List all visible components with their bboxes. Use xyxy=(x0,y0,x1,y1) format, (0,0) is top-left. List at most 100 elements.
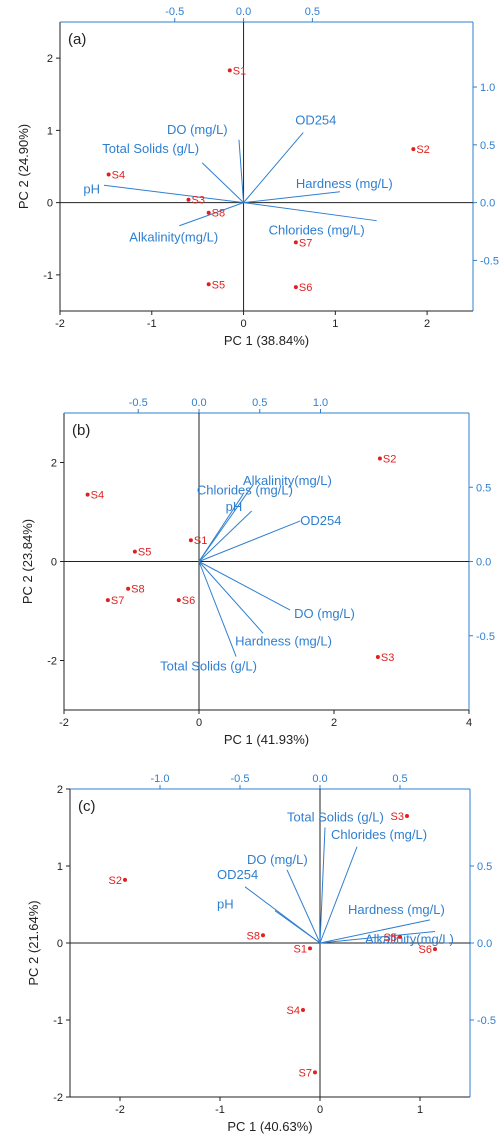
score-label: S7 xyxy=(111,595,124,607)
y-tick-label: 0 xyxy=(51,557,57,569)
top-tick-label: 0.0 xyxy=(191,397,206,409)
score-label: S3 xyxy=(191,195,204,207)
loading-label: DO (mg/L) xyxy=(167,122,228,137)
loading-vector xyxy=(198,561,237,657)
loading-vector xyxy=(179,202,244,227)
y-tick-label: 1 xyxy=(57,861,63,873)
score-label: S5 xyxy=(212,279,225,291)
loading-label: OD254 xyxy=(300,513,341,528)
score-point xyxy=(186,197,191,202)
right-tick-label: 1.0 xyxy=(480,82,495,94)
score-point xyxy=(398,934,402,939)
right-tick-label: 0.0 xyxy=(480,198,495,210)
x-axis-title: PC 1 (41.93%) xyxy=(224,732,309,747)
score-label: S7 xyxy=(299,237,312,249)
right-tick-label: 0.5 xyxy=(480,140,495,152)
score-label: S3 xyxy=(381,652,394,664)
x-axis-title: PC 1 (38.84%) xyxy=(224,333,309,348)
loading-label: DO (mg/L) xyxy=(294,606,355,621)
score-label: S5 xyxy=(138,547,151,559)
loading-vector xyxy=(319,930,436,944)
right-tick-label: 0.0 xyxy=(476,557,491,569)
loading-label: Alkalinity(mg/L) xyxy=(129,230,218,245)
x-axis-title: PC 1 (40.63%) xyxy=(227,1119,312,1134)
loading-vector xyxy=(238,139,245,203)
score-point xyxy=(405,813,409,818)
loading-vector xyxy=(198,484,254,562)
top-tick-label: 0.0 xyxy=(312,773,327,785)
loading-label: Chlorides (mg/L) xyxy=(331,827,427,842)
x-tick-label: -2 xyxy=(115,1104,125,1116)
top-tick-label: 0.5 xyxy=(305,6,320,18)
score-label: S4 xyxy=(91,490,104,502)
score-point xyxy=(301,1007,305,1012)
x-tick-label: 2 xyxy=(424,318,430,330)
x-tick-label: -1 xyxy=(215,1104,225,1116)
y-tick-label: 2 xyxy=(57,784,63,796)
score-label: S7 xyxy=(299,1067,312,1079)
loading-label: Hardness (mg/L) xyxy=(348,902,445,917)
top-tick-label: 1.0 xyxy=(313,397,328,409)
loading-label: Alkalinity(mg/L) xyxy=(243,473,332,488)
panel-label: (b) xyxy=(72,422,90,439)
y-tick-label: -1 xyxy=(53,1015,63,1027)
score-point xyxy=(293,285,298,290)
loading-label: Total Solids (g/L) xyxy=(160,659,257,674)
loading-label: Chlorides (mg/L) xyxy=(197,483,293,498)
loading-label: pH xyxy=(217,897,234,912)
score-label: S4 xyxy=(112,169,125,181)
score-label: S1 xyxy=(294,943,307,955)
top-tick-label: 0.0 xyxy=(236,6,251,18)
loading-vector xyxy=(319,827,326,944)
y-tick-label: 1 xyxy=(47,125,53,137)
y-tick-label: 0 xyxy=(57,938,63,950)
score-point xyxy=(411,147,416,152)
loading-label: Chlorides (mg/L) xyxy=(269,223,365,238)
right-tick-label: 0.5 xyxy=(476,482,491,494)
score-label: S1 xyxy=(233,65,246,77)
score-label: S2 xyxy=(109,875,122,887)
score-point xyxy=(313,1070,317,1075)
y-tick-label: 2 xyxy=(47,53,53,65)
y-tick-label: 0 xyxy=(47,198,53,210)
score-point xyxy=(123,877,127,882)
x-tick-label: 4 xyxy=(466,717,472,729)
right-tick-label: 0.5 xyxy=(477,861,492,873)
y-tick-label: 2 xyxy=(51,458,57,470)
score-label: S3 xyxy=(391,811,404,823)
score-label: S8 xyxy=(212,208,225,220)
score-point xyxy=(375,655,380,660)
top-tick-label: -0.5 xyxy=(231,773,250,785)
loading-vector xyxy=(198,510,252,562)
y-axis-title: PC 2 (24.90%) xyxy=(16,124,31,209)
loading-label: pH xyxy=(83,181,100,196)
panel-label: (c) xyxy=(78,798,96,815)
loading-label: Hardness (mg/L) xyxy=(235,633,332,648)
score-point xyxy=(85,492,90,497)
top-tick-label: -1.0 xyxy=(151,773,170,785)
loading-label: OD254 xyxy=(295,113,336,128)
x-tick-label: 0 xyxy=(240,318,246,330)
right-tick-label: -0.5 xyxy=(476,631,495,643)
loading-vector xyxy=(201,162,244,203)
score-label: S1 xyxy=(194,535,207,547)
top-tick-label: -0.5 xyxy=(165,6,184,18)
top-tick-label: 0.5 xyxy=(252,397,267,409)
loading-vector xyxy=(198,520,301,562)
score-point xyxy=(433,947,437,952)
y-axis-title: PC 2 (21.64%) xyxy=(26,900,41,985)
score-label: S6 xyxy=(419,944,432,956)
loading-vector xyxy=(198,561,291,611)
score-point xyxy=(188,538,193,543)
x-tick-label: 0 xyxy=(196,717,202,729)
loading-vector xyxy=(319,919,431,944)
loading-label: Alkalinity(mg/L) xyxy=(365,931,454,946)
x-tick-label: 0 xyxy=(317,1104,323,1116)
loading-vector xyxy=(198,561,264,634)
score-label: S8 xyxy=(247,930,260,942)
score-point xyxy=(105,598,110,603)
score-point xyxy=(176,598,181,603)
right-tick-label: -0.5 xyxy=(480,255,499,267)
